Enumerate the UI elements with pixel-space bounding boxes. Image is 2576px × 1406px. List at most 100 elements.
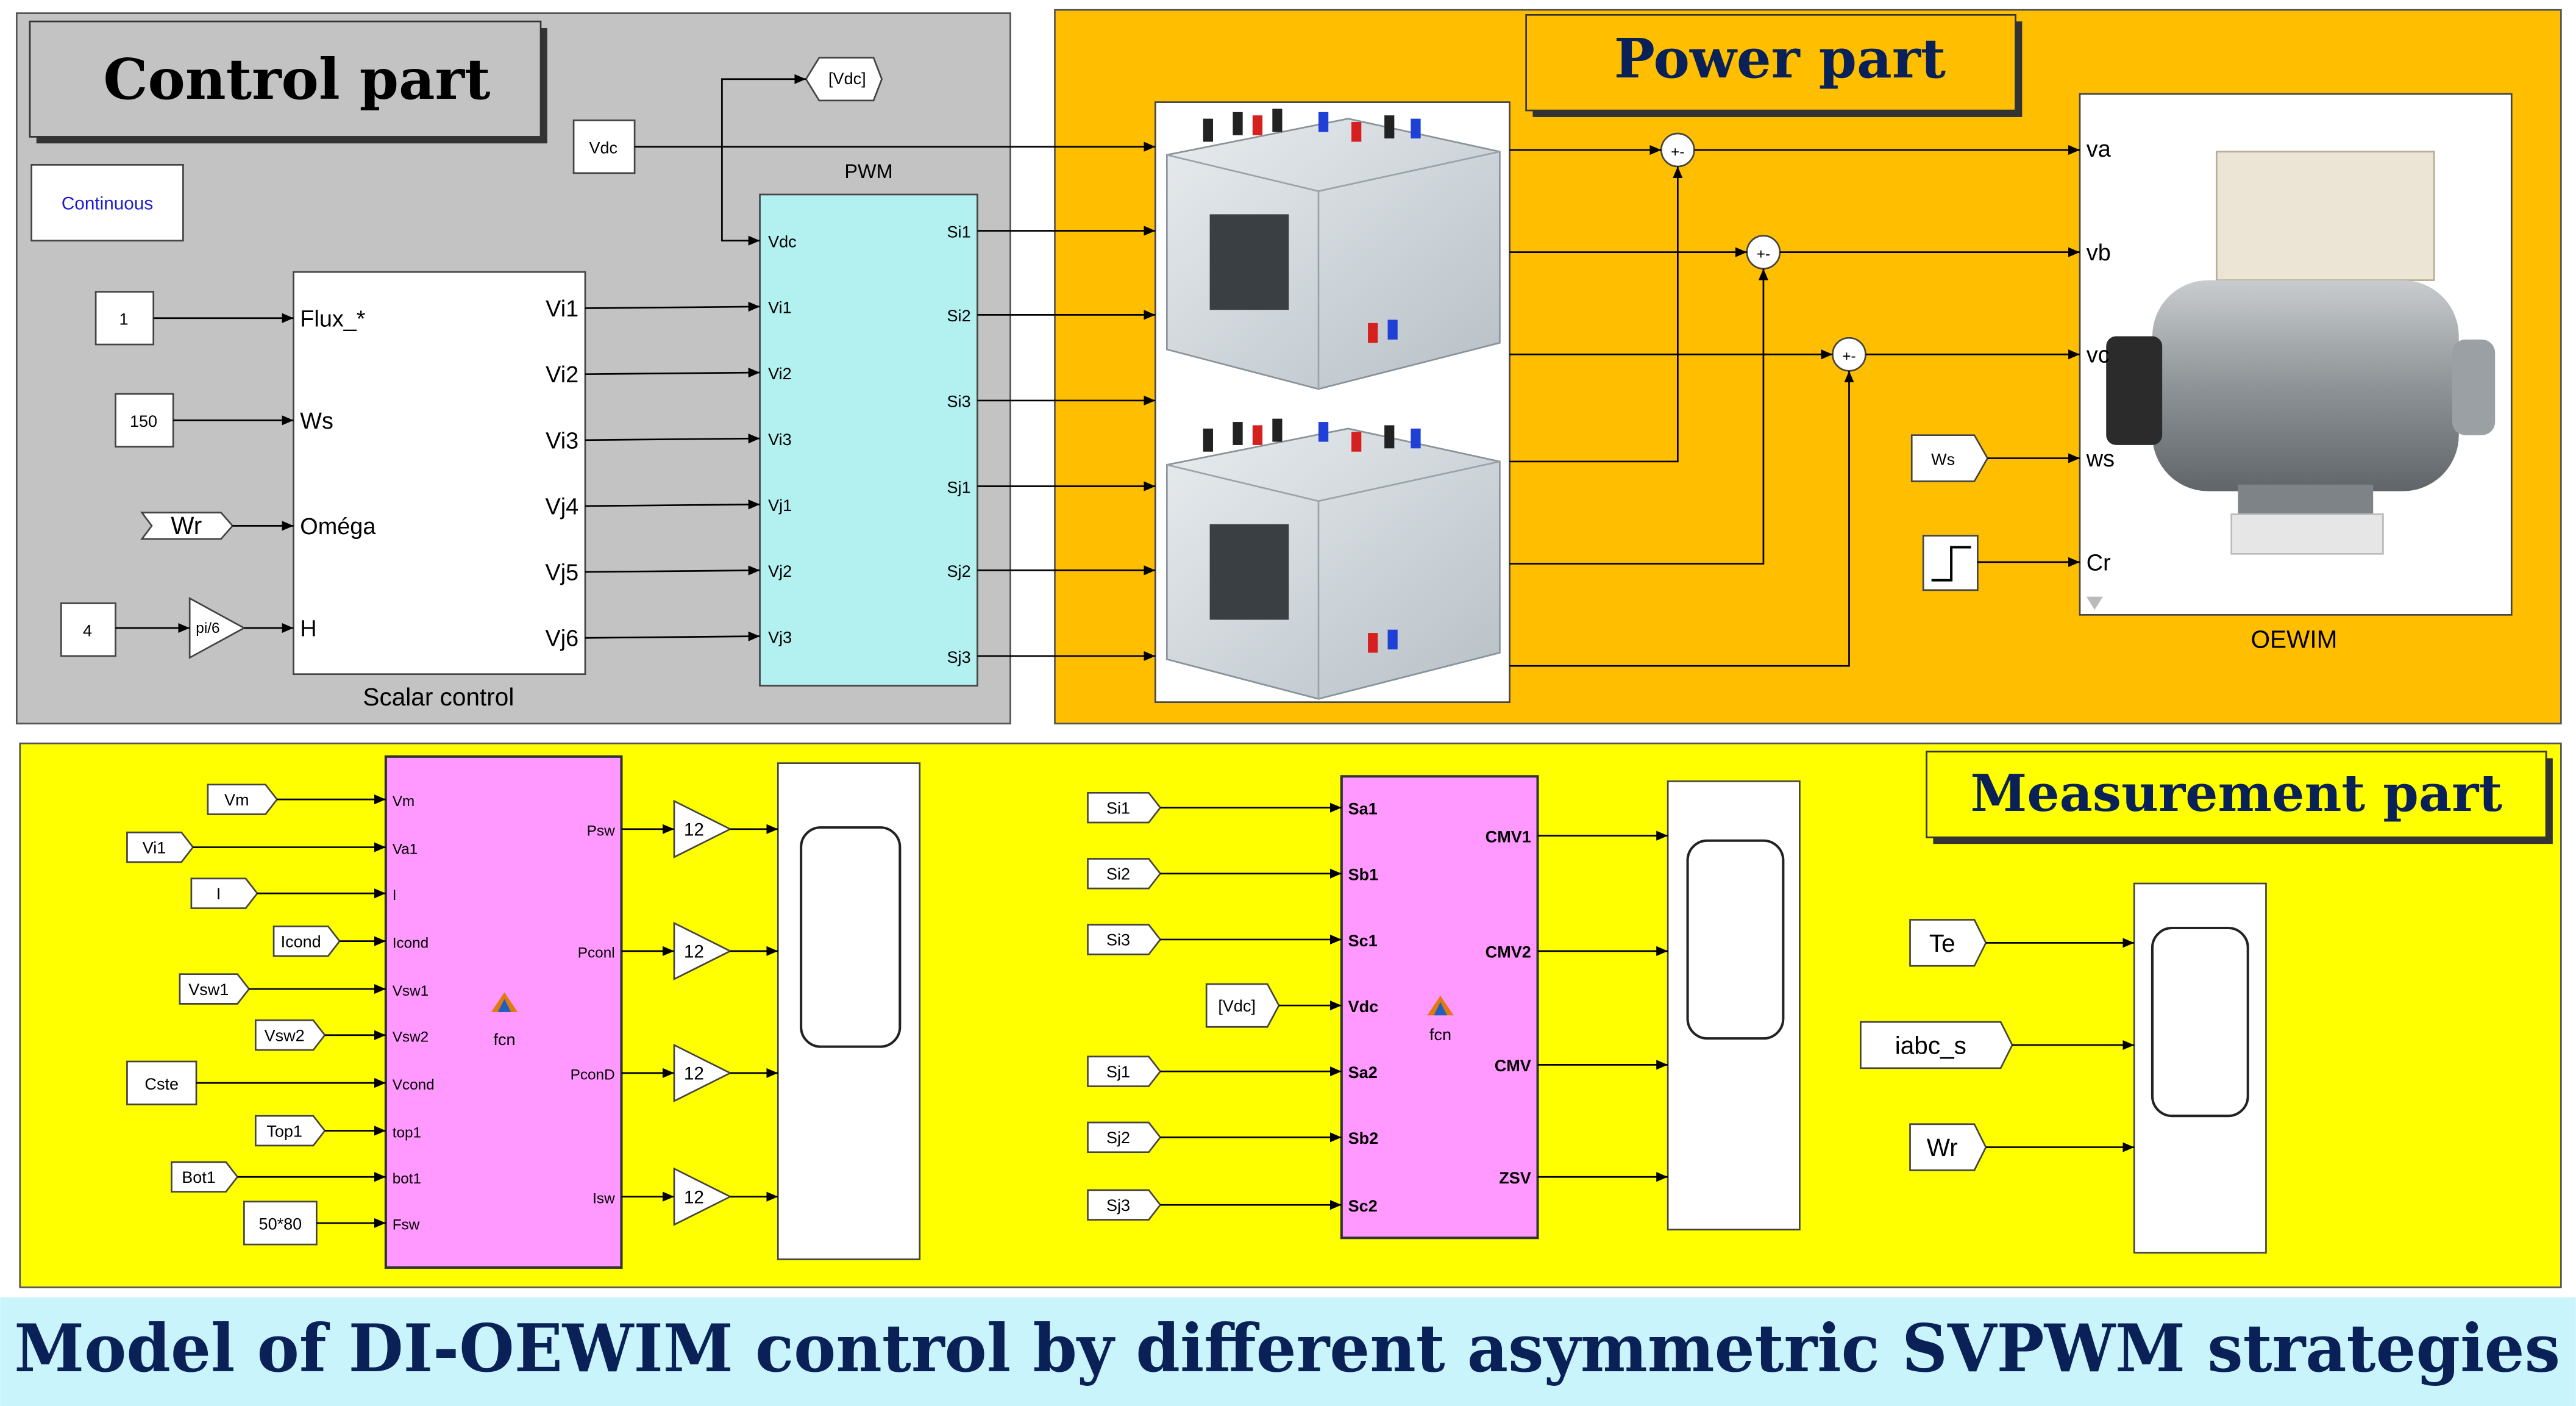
pwm-block[interactable] — [759, 193, 978, 687]
motor-in-4: Cr — [2087, 550, 2111, 576]
scope3-source-1-label: iabc_s — [1895, 1032, 1966, 1060]
motor-in-1: vb — [2087, 240, 2111, 266]
fcn1-source-2-label: I — [216, 885, 221, 903]
fcn1-in-2: I — [393, 887, 397, 904]
fcn1-source-1-label: Vi1 — [143, 838, 166, 857]
fcn2-source-1[interactable] — [1087, 858, 1162, 890]
wire-vdc-pwm — [721, 146, 760, 246]
gain-block-0[interactable] — [673, 799, 732, 858]
scalar-in-2: Oméga — [300, 514, 376, 540]
fcn2-in-1: Sb1 — [1348, 866, 1379, 884]
model-caption: Model of DI-OEWIM control by different a… — [14, 1309, 2560, 1387]
scalar-out-4: Vj5 — [545, 560, 578, 586]
pwm-in-5: Vj2 — [768, 562, 792, 580]
pwm-out-2: Si3 — [947, 393, 971, 411]
scope3-source-2[interactable] — [1909, 1123, 1987, 1171]
gain-block-2[interactable] — [673, 1043, 732, 1103]
fcn1-source-3[interactable] — [272, 925, 341, 957]
oewim-title: OEWIM — [2250, 625, 2337, 653]
wire-scalar-pwm-1 — [585, 368, 760, 378]
fcn1-in-4: Vsw1 — [393, 983, 429, 999]
fcn1-source-8-label: Bot1 — [182, 1168, 216, 1187]
wr-from-tag[interactable] — [140, 512, 234, 540]
ws-constant-block[interactable] — [115, 393, 174, 448]
scope2-screen — [1686, 839, 1785, 1040]
fcn2-source-2-label: Si3 — [1106, 931, 1130, 949]
wire-inv2-sum-a — [1509, 166, 1683, 463]
fcn2-in-2: Sc1 — [1348, 932, 1378, 950]
gain-block-1[interactable] — [673, 921, 732, 981]
fcn2-source-1-label: Si2 — [1106, 865, 1130, 883]
fcn2-source-3[interactable] — [1205, 983, 1280, 1028]
fcn1-in-1: Va1 — [393, 841, 418, 857]
fcn2-source-3-label: [Vdc] — [1218, 997, 1256, 1015]
gain-block-2-label: 12 — [684, 1064, 704, 1084]
wire-scalar-pwm-3 — [585, 499, 760, 510]
fcn1-source-2[interactable] — [190, 877, 258, 909]
flux-constant-block[interactable] — [94, 291, 155, 346]
vdc-goto-tag[interactable] — [805, 57, 883, 102]
fcn1-source-9[interactable] — [243, 1201, 318, 1246]
fcn2-source-5[interactable] — [1087, 1121, 1162, 1154]
pwm-title: PWM — [844, 160, 892, 182]
sum-block-b[interactable]: +- — [1746, 235, 1781, 270]
scope3-source-1[interactable] — [1860, 1021, 2013, 1069]
fcn2-source-0[interactable] — [1087, 791, 1162, 824]
fcn1-source-1[interactable] — [126, 831, 194, 863]
fcn2-in-5: Sb2 — [1348, 1129, 1379, 1147]
fcn2-source-6[interactable] — [1087, 1189, 1162, 1221]
scalar-out-3: Vj4 — [545, 494, 578, 519]
fcn2-in-6: Sc2 — [1348, 1197, 1378, 1215]
inverter-2-image — [1165, 418, 1501, 700]
sum-block-a[interactable]: +- — [1660, 132, 1695, 168]
fcn2-source-2[interactable] — [1087, 924, 1162, 955]
motor-image — [2106, 151, 2496, 555]
fcn1-source-8[interactable] — [171, 1161, 239, 1193]
fcn2-out-3: ZSV — [1499, 1169, 1531, 1187]
pi6-gain-label: pi/6 — [196, 620, 219, 637]
fcn2-source-0-label: Si1 — [1106, 799, 1130, 817]
gain-block-3[interactable] — [673, 1167, 732, 1226]
fcn1-source-0[interactable] — [207, 783, 279, 815]
scalar-out-2: Vi3 — [546, 428, 578, 454]
wire-scalar-pwm-4 — [585, 565, 760, 576]
pwm-out-0: Si1 — [947, 223, 971, 241]
pwm-in-4: Vj1 — [768, 496, 792, 515]
scope3-source-0-label: Te — [1929, 929, 1955, 957]
pwm-out-4: Sj2 — [947, 562, 971, 580]
fcn1-source-6-label: Cste — [144, 1075, 179, 1093]
wire-scalar-pwm-2 — [585, 434, 760, 444]
fcn2-out-2: CMV — [1495, 1057, 1531, 1075]
pwm-in-6: Vj3 — [768, 628, 792, 646]
fcn2-source-6-label: Sj3 — [1106, 1196, 1130, 1215]
scalar-control-title: Scalar control — [363, 683, 514, 711]
pwm-in-3: Vi3 — [768, 430, 792, 449]
fcn1-source-7[interactable] — [254, 1115, 326, 1147]
fcn1-out-1: Pconl — [578, 945, 615, 962]
scalar-in-1: Ws — [300, 409, 333, 434]
ws-from-tag[interactable] — [1910, 434, 1989, 482]
continuous-block[interactable] — [30, 163, 184, 242]
wr-from-label: Wr — [171, 512, 202, 540]
scalar-in-3: H — [300, 616, 316, 642]
fcn1-source-5[interactable] — [254, 1019, 326, 1051]
fcn2-source-4[interactable] — [1087, 1055, 1162, 1087]
fcn1-out-2: PconD — [571, 1067, 615, 1083]
motor-output-arrow-icon — [2086, 596, 2103, 610]
motor-in-0: va — [2087, 137, 2112, 162]
sum-block-c[interactable]: +- — [1832, 337, 1866, 372]
wire-scalar-pwm-5 — [585, 631, 760, 641]
scope3-source-0[interactable] — [1909, 919, 1987, 967]
h-constant-block[interactable] — [60, 602, 116, 657]
fcn1-source-4[interactable] — [179, 973, 251, 1005]
scalar-control-block[interactable] — [293, 271, 586, 676]
pwm-out-5: Sj3 — [947, 648, 971, 666]
